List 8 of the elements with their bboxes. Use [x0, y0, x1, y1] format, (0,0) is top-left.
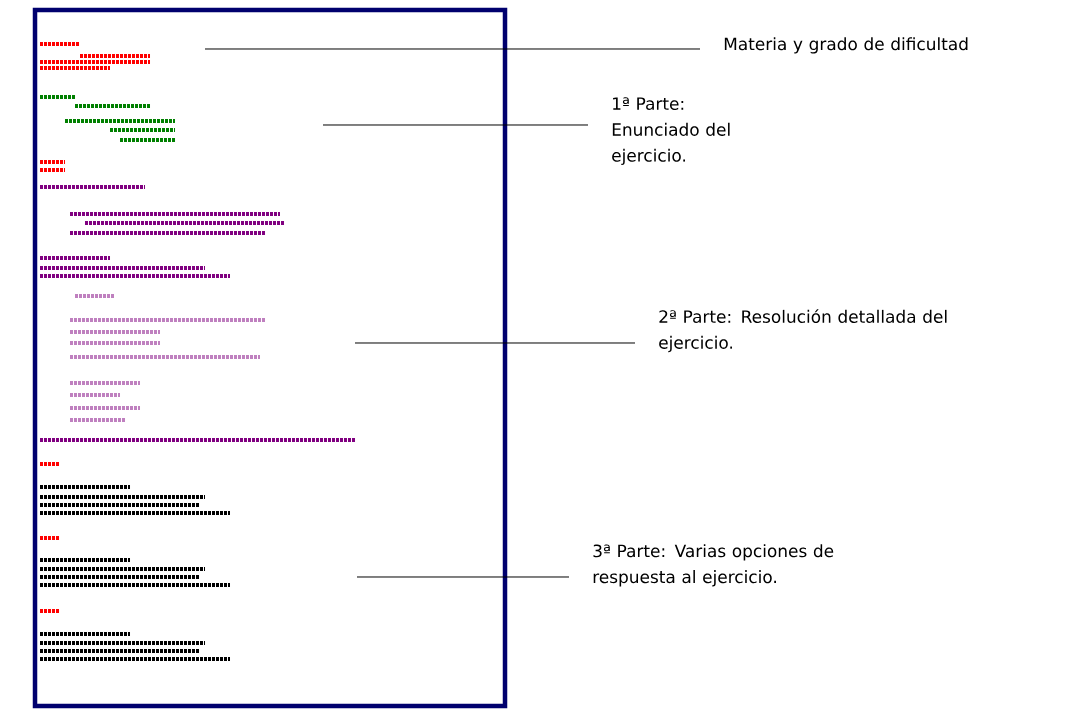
leader-line [356, 576, 570, 578]
label-text: Materia y grado de dificultad [724, 37, 968, 54]
leader-line [204, 48, 701, 50]
leader-line [354, 342, 636, 344]
label-text: 1ª Parte: Enunciado del ejercicio. [612, 97, 730, 166]
leader-line [322, 124, 589, 126]
label-text: 2ª Parte: Resolución detallada del ejercicio. [659, 309, 947, 353]
label-text: 3ª Parte: Varias opciones de respuesta al ejercicio. [593, 544, 834, 587]
